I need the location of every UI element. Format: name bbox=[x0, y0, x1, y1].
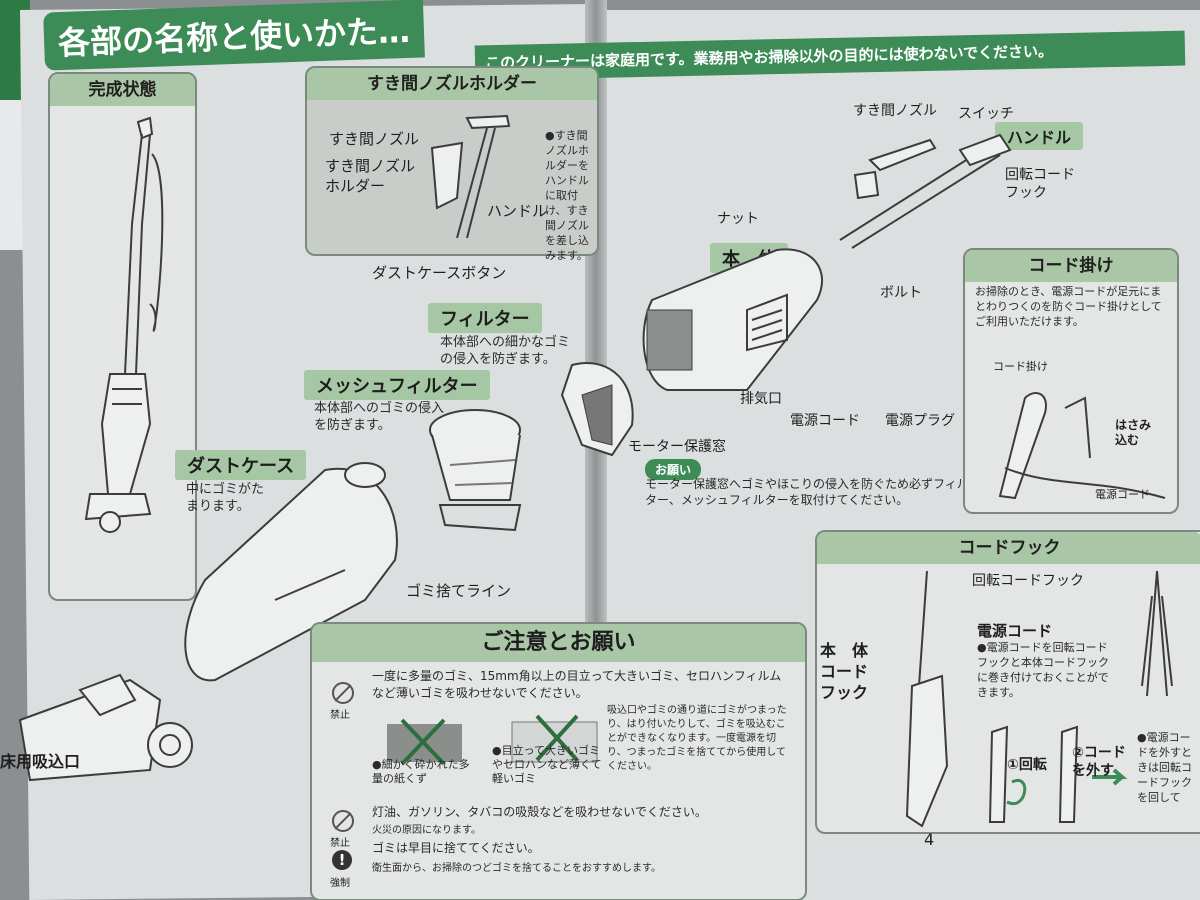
filter-illustration bbox=[560, 362, 634, 457]
mandatory-label: 強制 bbox=[330, 878, 350, 889]
complete-state-heading: 完成状態 bbox=[50, 74, 195, 106]
body-hook-label: 本 体 コード フック bbox=[820, 641, 869, 702]
caution-caption-2: ●目立って大きいゴミやセロハンなど薄くて軽いゴミ bbox=[492, 744, 602, 785]
rotating-hook-callout: 回転コードフック bbox=[972, 573, 1084, 589]
step2-label: ②コード を外す bbox=[1072, 745, 1126, 779]
caution-item-2: 灯油、ガソリン、タバコの吸殻などを吸わせないでください。 bbox=[372, 805, 707, 819]
handle-label: ハンドル bbox=[487, 202, 548, 220]
floor-nozzle-label: 床用吸込口 bbox=[0, 752, 81, 771]
cord-hook-desc: ●電源コードを回転コードフックと本体コードフックに巻き付けておくことができます。 bbox=[977, 641, 1109, 699]
nozzle-label: すき間ノズル bbox=[329, 130, 420, 148]
coiled-cord-illustration bbox=[1141, 570, 1173, 697]
nozzle-holder-note: ●すき間ノズルホルダーをハンドルに取付け、すき間ノズルを差し込みます。 bbox=[545, 129, 589, 262]
filter-desc: 本体部への細かなゴミの侵入を防ぎます。 bbox=[440, 335, 571, 367]
mesh-filter-illustration bbox=[429, 409, 522, 532]
vacuum-with-cord-illustration bbox=[905, 570, 949, 828]
rotating-hook-label: 回転コード フック bbox=[1005, 167, 1075, 201]
cord-hook-panel: コードフック 回転コードフック 本 体 コード フック 電源コード ●電源コード… bbox=[815, 530, 1200, 834]
step1-label: ①回転 bbox=[1007, 757, 1047, 773]
dust-case-illustration bbox=[184, 462, 398, 682]
floor-nozzle-illustration bbox=[18, 673, 193, 782]
request-badge: お願い bbox=[645, 459, 702, 480]
nozzle-holder-panel: すき間ノズルホルダー すき間ノズル すき間ノズル ホルダー ハンドル ●すき間ノ… bbox=[305, 66, 599, 262]
prohibited-icon bbox=[332, 682, 354, 704]
motor-body-illustration bbox=[642, 248, 823, 391]
cord-hanger-heading: コード掛け bbox=[965, 250, 1177, 282]
hook-steps-illustration bbox=[988, 725, 1128, 823]
stick-vacuum-illustration bbox=[84, 116, 164, 533]
prohibit-label-1: 禁止 bbox=[330, 710, 350, 721]
dust-line-label: ゴミ捨てライン bbox=[406, 582, 512, 600]
mandatory-icon: ! bbox=[332, 850, 352, 870]
cord-hanger-callout: コード掛け bbox=[993, 360, 1048, 373]
caution-item-2-sub: 火災の原因になります。 bbox=[372, 825, 481, 836]
caution-heading: ご注意とお願い bbox=[312, 624, 805, 662]
complete-state-panel: 完成状態 bbox=[48, 72, 197, 601]
caution-caption-1: ●細かく砕かれた多量の紙くず bbox=[372, 758, 470, 785]
mesh-filter-label: メッシュフィルター bbox=[304, 370, 490, 400]
mesh-filter-desc: 本体部へのゴミの侵入を防ぎます。 bbox=[314, 401, 445, 433]
exhaust-label: 排気口 bbox=[740, 391, 782, 407]
handle-part-label: ハンドル bbox=[995, 122, 1084, 150]
power-cord-label: 電源コード bbox=[790, 413, 860, 429]
holder-label: すき間ノズル ホルダー bbox=[325, 157, 416, 195]
switch-label: スイッチ bbox=[958, 106, 1014, 122]
bolt-label: ボルト bbox=[880, 285, 922, 301]
cord-hanger-illustration bbox=[998, 392, 1166, 500]
power-plug-label: 電源プラグ bbox=[885, 413, 955, 429]
pinch-label: はさみ 込む bbox=[1115, 418, 1152, 447]
cord-hanger-panel: コード掛け お掃除のとき、電源コードが足元にまとわりつくのを防ぐコード掛けとして… bbox=[963, 248, 1179, 514]
cord-hanger-desc: お掃除のとき、電源コードが足元にまとわりつくのを防ぐコード掛けとしてご利用いただ… bbox=[975, 285, 1162, 328]
prohibit-label-2: 禁止 bbox=[330, 838, 350, 849]
nozzle-holder-illustration bbox=[430, 114, 511, 239]
cord-hook-right-note: ●電源コードを外すときは回転コードフックを回して bbox=[1137, 731, 1192, 804]
handle-pipe-illustration bbox=[839, 133, 1012, 249]
caution-item-3: ゴミは早目に捨ててください。 bbox=[372, 841, 540, 855]
caution-side-note: 吸込口やゴミの通り道にゴミがつまったり、はり付いたりして、ゴミを吸込むことができ… bbox=[607, 705, 787, 772]
cord-hook-power-cord-label: 電源コード bbox=[977, 622, 1053, 640]
caution-examples-illustration bbox=[387, 714, 598, 766]
caution-item-3-sub: 衛生面から、お掃除のつどゴミを捨てることをおすすめします。 bbox=[372, 863, 661, 874]
nut-label: ナット bbox=[717, 211, 759, 227]
caution-item-1: 一度に多量のゴミ、15mm角以上の目立って大きいゴミ、セロハンフィルムなど薄いゴ… bbox=[372, 669, 782, 700]
nozzle-holder-heading: すき間ノズルホルダー bbox=[307, 68, 597, 100]
dust-case-label: ダストケース bbox=[175, 450, 307, 480]
cord-hook-heading: コードフック bbox=[817, 532, 1200, 564]
caution-panel: ご注意とお願い 禁止 一度に多量のゴミ、15mm角以上の目立って大きいゴミ、セロ… bbox=[310, 622, 807, 900]
dust-case-button-label: ダストケースボタン bbox=[372, 264, 507, 282]
cord-hanger-cord-label: 電源コード bbox=[1095, 488, 1150, 501]
nozzle-part-label: すき間ノズル bbox=[853, 103, 937, 119]
prohibited-icon bbox=[332, 810, 354, 832]
filter-label: フィルター bbox=[428, 303, 542, 333]
page-number: 4 bbox=[924, 830, 935, 849]
dust-case-desc: 中にゴミがたまります。 bbox=[186, 482, 265, 514]
request-text: モーター保護窓へゴミやほこりの侵入を防ぐため必ずフィルター、メッシュフィルターを… bbox=[645, 477, 969, 507]
motor-window-label: モーター保護窓 bbox=[628, 439, 726, 455]
